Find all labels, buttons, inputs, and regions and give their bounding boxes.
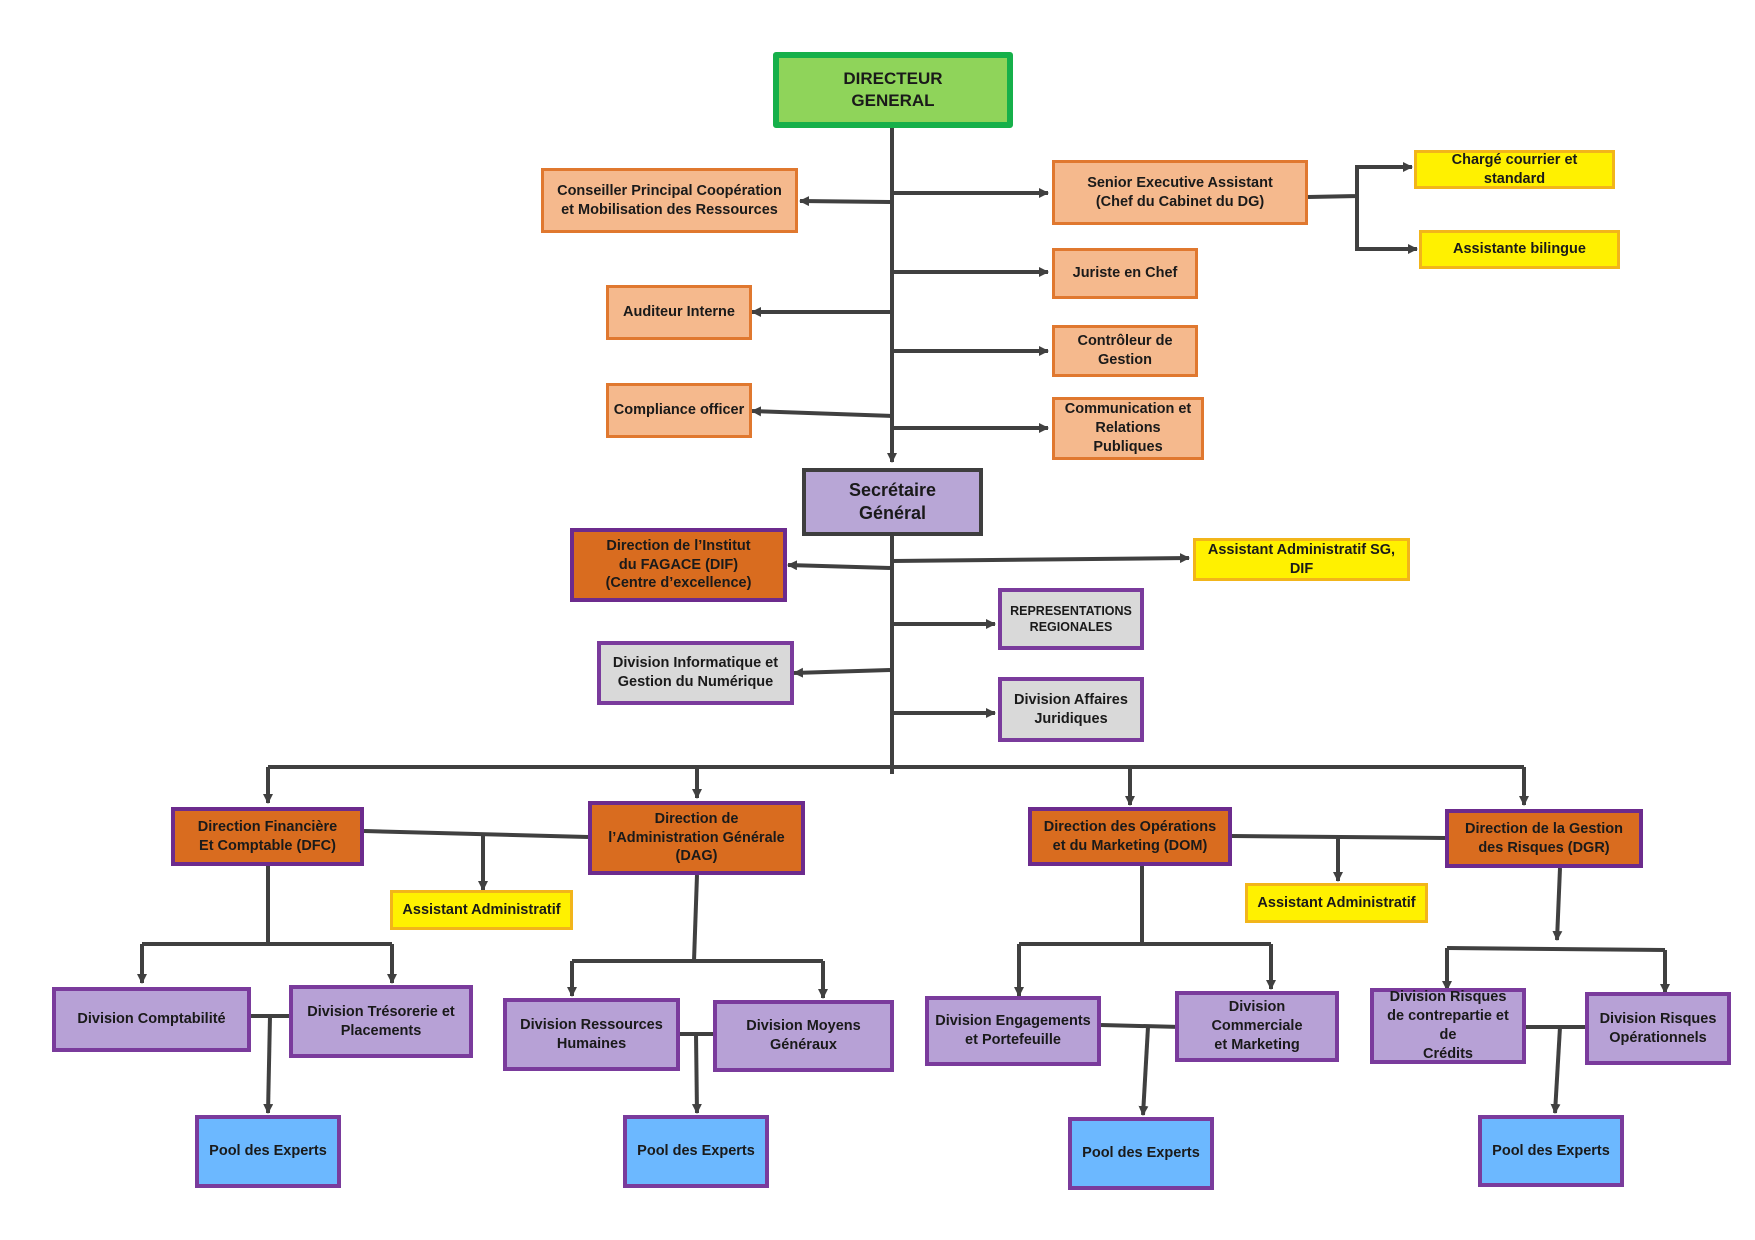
- senior-assistant-box: Senior Executive Assistant (Chef du Cabi…: [1052, 160, 1308, 225]
- assistante-bilingue-box: Assistante bilingue: [1419, 230, 1620, 269]
- division-risques-operationnels-box: Division Risques Opérationnels: [1585, 992, 1731, 1065]
- secretaire-general-box: Secrétaire Général: [802, 468, 983, 536]
- dif-box: Direction de l’Institut du FAGACE (DIF) …: [570, 528, 787, 602]
- division-informatique-box: Division Informatique et Gestion du Numé…: [597, 641, 794, 705]
- division-moyens-box: Division Moyens Généraux: [713, 1000, 894, 1072]
- representations-box: REPRESENTATIONS REGIONALES: [998, 588, 1144, 650]
- division-juridique-box: Division Affaires Juridiques: [998, 677, 1144, 742]
- assistant-administratif-left-box: Assistant Administratif: [390, 890, 573, 930]
- pool-des-experts-box: Pool des Experts: [195, 1115, 341, 1188]
- pool-des-experts-box: Pool des Experts: [623, 1115, 769, 1188]
- compliance-box: Compliance officer: [606, 383, 752, 438]
- juriste-box: Juriste en Chef: [1052, 248, 1198, 299]
- controleur-box: Contrôleur de Gestion: [1052, 325, 1198, 377]
- pool-des-experts-box: Pool des Experts: [1068, 1117, 1214, 1190]
- auditeur-box: Auditeur Interne: [606, 285, 752, 340]
- division-tresorerie-box: Division Trésorerie et Placements: [289, 985, 473, 1058]
- division-comptabilite-box: Division Comptabilité: [52, 987, 251, 1052]
- assistant-sg-box: Assistant Administratif SG, DIF: [1193, 538, 1410, 581]
- division-engagements-box: Division Engagements et Portefeuille: [925, 996, 1101, 1066]
- division-rh-box: Division Ressources Humaines: [503, 998, 680, 1071]
- assistant-administratif-right-box: Assistant Administratif: [1245, 883, 1428, 923]
- division-commerciale-box: Division Commerciale et Marketing: [1175, 991, 1339, 1062]
- charge-courrier-box: Chargé courrier et standard: [1414, 150, 1615, 189]
- conseiller-box: Conseiller Principal Coopération et Mobi…: [541, 168, 798, 233]
- division-risques-contrepartie-box: Division Risques de contrepartie et de C…: [1370, 988, 1526, 1064]
- dgr-box: Direction de la Gestion des Risques (DGR…: [1445, 809, 1643, 868]
- dfc-box: Direction Financière Et Comptable (DFC): [171, 807, 364, 866]
- communication-box: Communication et Relations Publiques: [1052, 397, 1204, 460]
- dag-box: Direction de l’Administration Générale (…: [588, 801, 805, 875]
- dom-box: Direction des Opérations et du Marketing…: [1028, 807, 1232, 866]
- pool-des-experts-box: Pool des Experts: [1478, 1115, 1624, 1187]
- directeur-general-box: DIRECTEUR GENERAL: [773, 52, 1013, 128]
